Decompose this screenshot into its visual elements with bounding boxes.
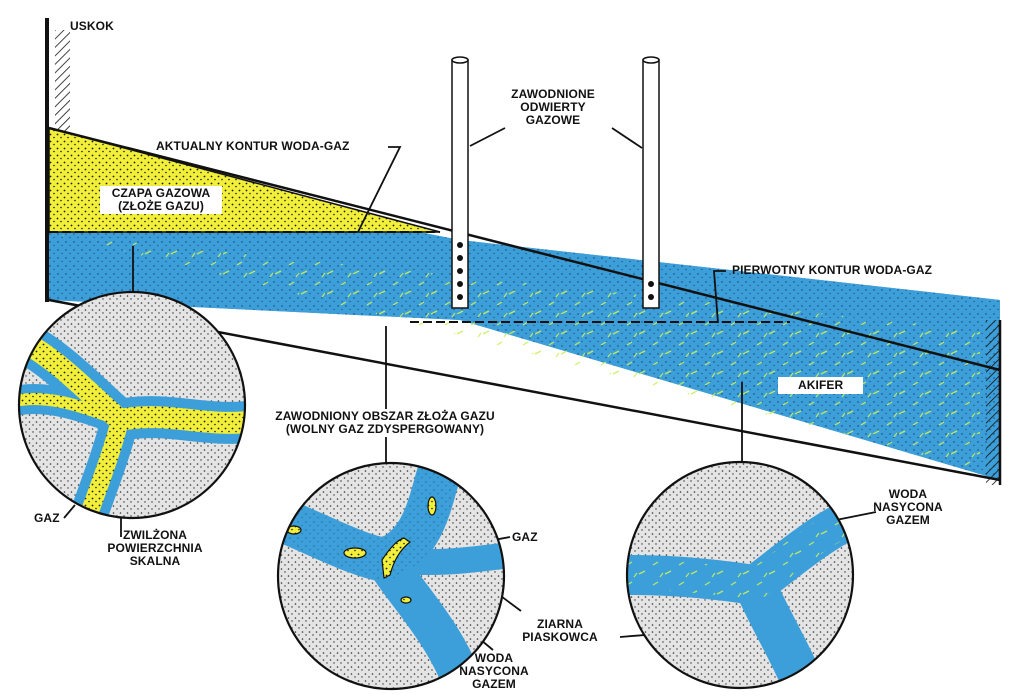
label-flooded-zone: ZAWODNIONY OBSZAR ZŁOŻA GAZU (WOLNY GAZ …: [252, 409, 518, 437]
right-fault-hatch: [986, 320, 1000, 485]
label-water-gas-middle: WODA NASYCONA GAZEM: [456, 652, 532, 691]
label-wetted-surface-line-1: ZWILŻONA: [122, 528, 188, 542]
label-sand-grains-line-2: PIASKOWCA: [522, 630, 598, 644]
well-left: [451, 56, 469, 309]
label-flooded-zone-line-2: (WOLNY GAZ ZDYSPERGOWANY): [285, 422, 485, 436]
label-gas-cap-line-1: CZAPA GAZOWA: [111, 186, 211, 200]
pore-circle-flooded-zone: [276, 461, 506, 691]
label-water-gas-middle-line-2: NASYCONA: [459, 664, 529, 678]
label-watered-wells: ZAWODNIONE ODWIERTY GAZOWE: [494, 88, 612, 127]
label-water-gas-right: WODA NASYCONA GAZEM: [858, 488, 958, 527]
label-sand-grains: ZIARNA PIASKOWCA: [502, 618, 618, 644]
label-watered-wells-line-2: ODWIERTY: [520, 100, 586, 114]
label-gas-middle: GAZ: [512, 530, 538, 544]
label-aquifer: AKIFER: [778, 377, 864, 394]
label-gas-cap-line-2: (ZŁOŻE GAZU): [118, 199, 204, 213]
leader-wells-left: [469, 127, 506, 147]
pore-circle-aquifer: [625, 460, 855, 690]
label-gas-left: GAZ: [34, 511, 60, 525]
dispersed-gas: [60, 235, 980, 470]
leader-gas-left: [63, 504, 76, 519]
leader-current-contact: [357, 146, 402, 233]
well-right: [642, 56, 660, 309]
pore-circle-gas-cap: [17, 290, 247, 520]
label-original-contact: PIERWOTNY KONTUR WODA-GAZ: [732, 263, 933, 277]
label-watered-wells-line-1: ZAWODNIONE: [511, 87, 595, 101]
label-flooded-zone-line-1: ZAWODNIONY OBSZAR ZŁOŻA GAZU: [275, 409, 495, 423]
label-fault: USKOK: [70, 19, 114, 33]
label-water-gas-middle-line-3: GAZEM: [472, 677, 516, 691]
label-gas-cap: CZAPA GAZOWA (ZŁOŻE GAZU): [100, 186, 222, 214]
label-sand-grains-line-1: ZIARNA: [537, 617, 583, 631]
label-wetted-surface-line-3: SKALNA: [129, 554, 181, 568]
label-water-gas-right-line-2: NASYCONA: [873, 500, 943, 514]
label-water-gas-middle-line-1: WODA: [474, 651, 514, 665]
label-wetted-surface: ZWILŻONA POWIERZCHNIA SKALNA: [100, 529, 210, 568]
label-watered-wells-line-3: GAZOWE: [525, 113, 581, 127]
leader-original-contact: [713, 270, 726, 324]
label-wetted-surface-line-2: POWIERZCHNIA: [107, 541, 203, 555]
leader-wells-right: [611, 127, 643, 149]
caprock-boundary: [48, 126, 1001, 372]
label-current-contact: AKTUALNY KONTUR WODA-GAZ: [156, 139, 350, 153]
label-water-gas-right-line-1: WODA: [888, 487, 928, 501]
label-water-gas-right-line-3: GAZEM: [886, 513, 930, 527]
